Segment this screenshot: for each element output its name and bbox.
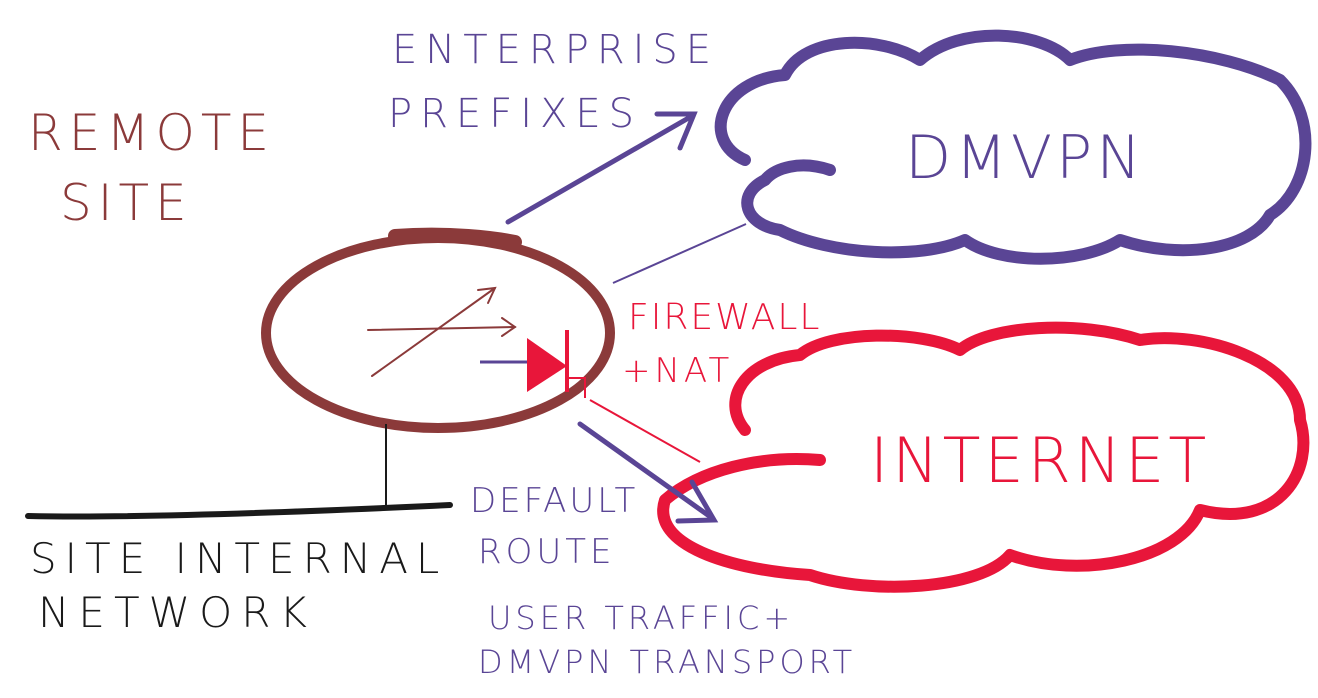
remote-site-label-2: SITE — [60, 174, 193, 232]
router-icon — [261, 233, 615, 433]
dmvpn-label: DMVPN — [905, 123, 1146, 193]
enterprise-prefixes-arrow — [505, 111, 698, 225]
enterprise-prefixes-label-2: PREFIXES — [388, 91, 643, 137]
user-traffic-label-1: USER TRAFFIC+ — [488, 599, 795, 637]
remote-site-label-1: REMOTE — [28, 104, 275, 162]
site-network-bus — [25, 502, 453, 520]
dmvpn-cloud-icon — [714, 29, 1312, 265]
router-top-stroke — [388, 227, 522, 249]
internet-cloud-icon — [657, 321, 1310, 593]
internet-label: INTERNET — [870, 424, 1211, 497]
firewall-icon — [480, 330, 586, 398]
firewall-label-1: FIREWALL — [628, 297, 822, 338]
internet-link — [589, 399, 701, 463]
routing-arrows — [367, 286, 517, 377]
default-route-label-2: ROUTE — [478, 532, 616, 572]
dmvpn-link — [612, 223, 747, 284]
firewall-label-2: +NAT — [622, 351, 734, 391]
site-network-label-1: SITE INTERNAL — [30, 534, 448, 583]
site-network-label-2: NETWORK — [38, 588, 316, 637]
enterprise-prefixes-label-1: ENTERPRISE — [392, 27, 720, 73]
default-route-arrow — [577, 421, 719, 524]
user-traffic-label-2: DMVPN TRANSPORT — [478, 643, 857, 681]
default-route-label-1: DEFAULT — [470, 481, 639, 521]
